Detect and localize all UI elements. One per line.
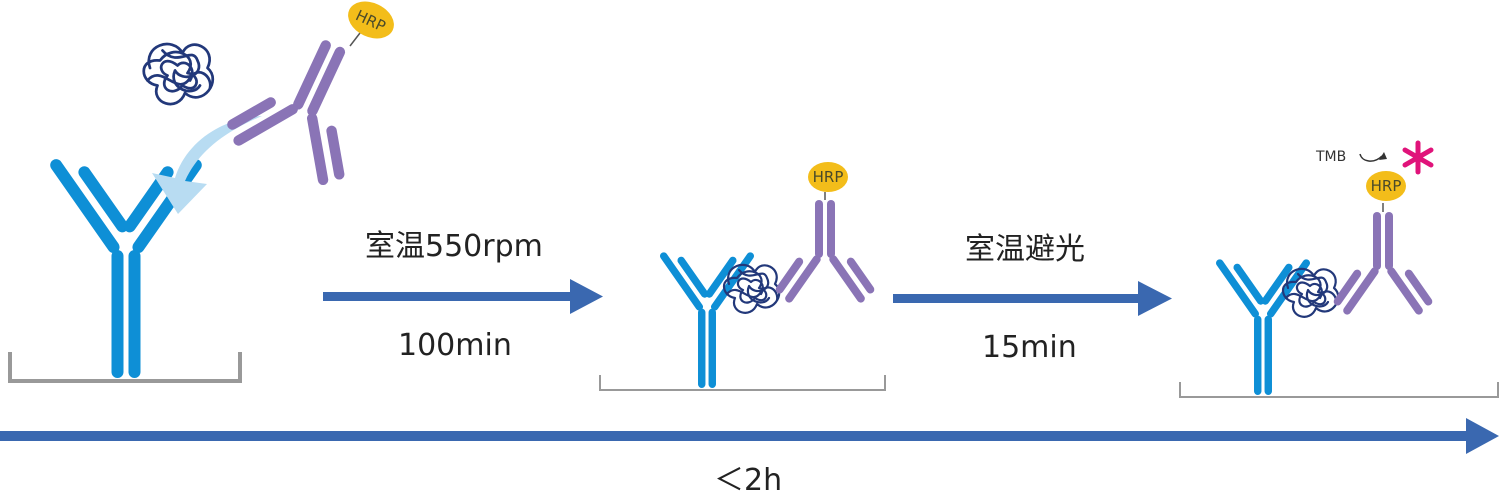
timeline-arrow xyxy=(0,418,1499,454)
step-2-arrow xyxy=(893,281,1172,316)
panel-1-capture: HRP xyxy=(8,1,397,383)
hrp-enzyme-2 xyxy=(808,162,848,192)
well-1 xyxy=(8,352,242,383)
antigen-bound-2 xyxy=(722,263,781,314)
antigen-free xyxy=(142,42,215,106)
tmb-label: TMB xyxy=(1315,149,1346,165)
binding-arrow xyxy=(152,116,262,214)
step-2-duration: 15min xyxy=(982,330,1077,365)
capture-antibody-3 xyxy=(1214,251,1312,395)
panel-3-detection: HRP TMB xyxy=(1179,140,1499,398)
step-1-arrow xyxy=(323,279,603,314)
hrp-enzyme-3 xyxy=(1366,171,1406,201)
hrp-label-2: HRP xyxy=(813,168,844,186)
hrp-enzyme-1 xyxy=(348,1,394,39)
signal-asterisk xyxy=(1402,140,1434,175)
panel-2-sandwich: HRP xyxy=(599,162,886,391)
detection-antibody-free xyxy=(216,15,397,196)
step-1-duration: 100min xyxy=(398,328,512,363)
hrp-label-3: HRP xyxy=(1371,177,1402,195)
total-time-label: ＜2h xyxy=(714,463,783,496)
step-1-condition: 室温550rpm xyxy=(365,229,543,264)
step-2-condition: 室温避光 xyxy=(965,232,1085,267)
antigen-bound-3 xyxy=(1281,267,1340,318)
tmb-conversion-arrow xyxy=(1359,153,1383,162)
detection-antibody-2 xyxy=(772,200,878,305)
detection-antibody-3 xyxy=(1330,212,1436,317)
well-2 xyxy=(599,375,886,391)
well-3 xyxy=(1179,382,1499,398)
